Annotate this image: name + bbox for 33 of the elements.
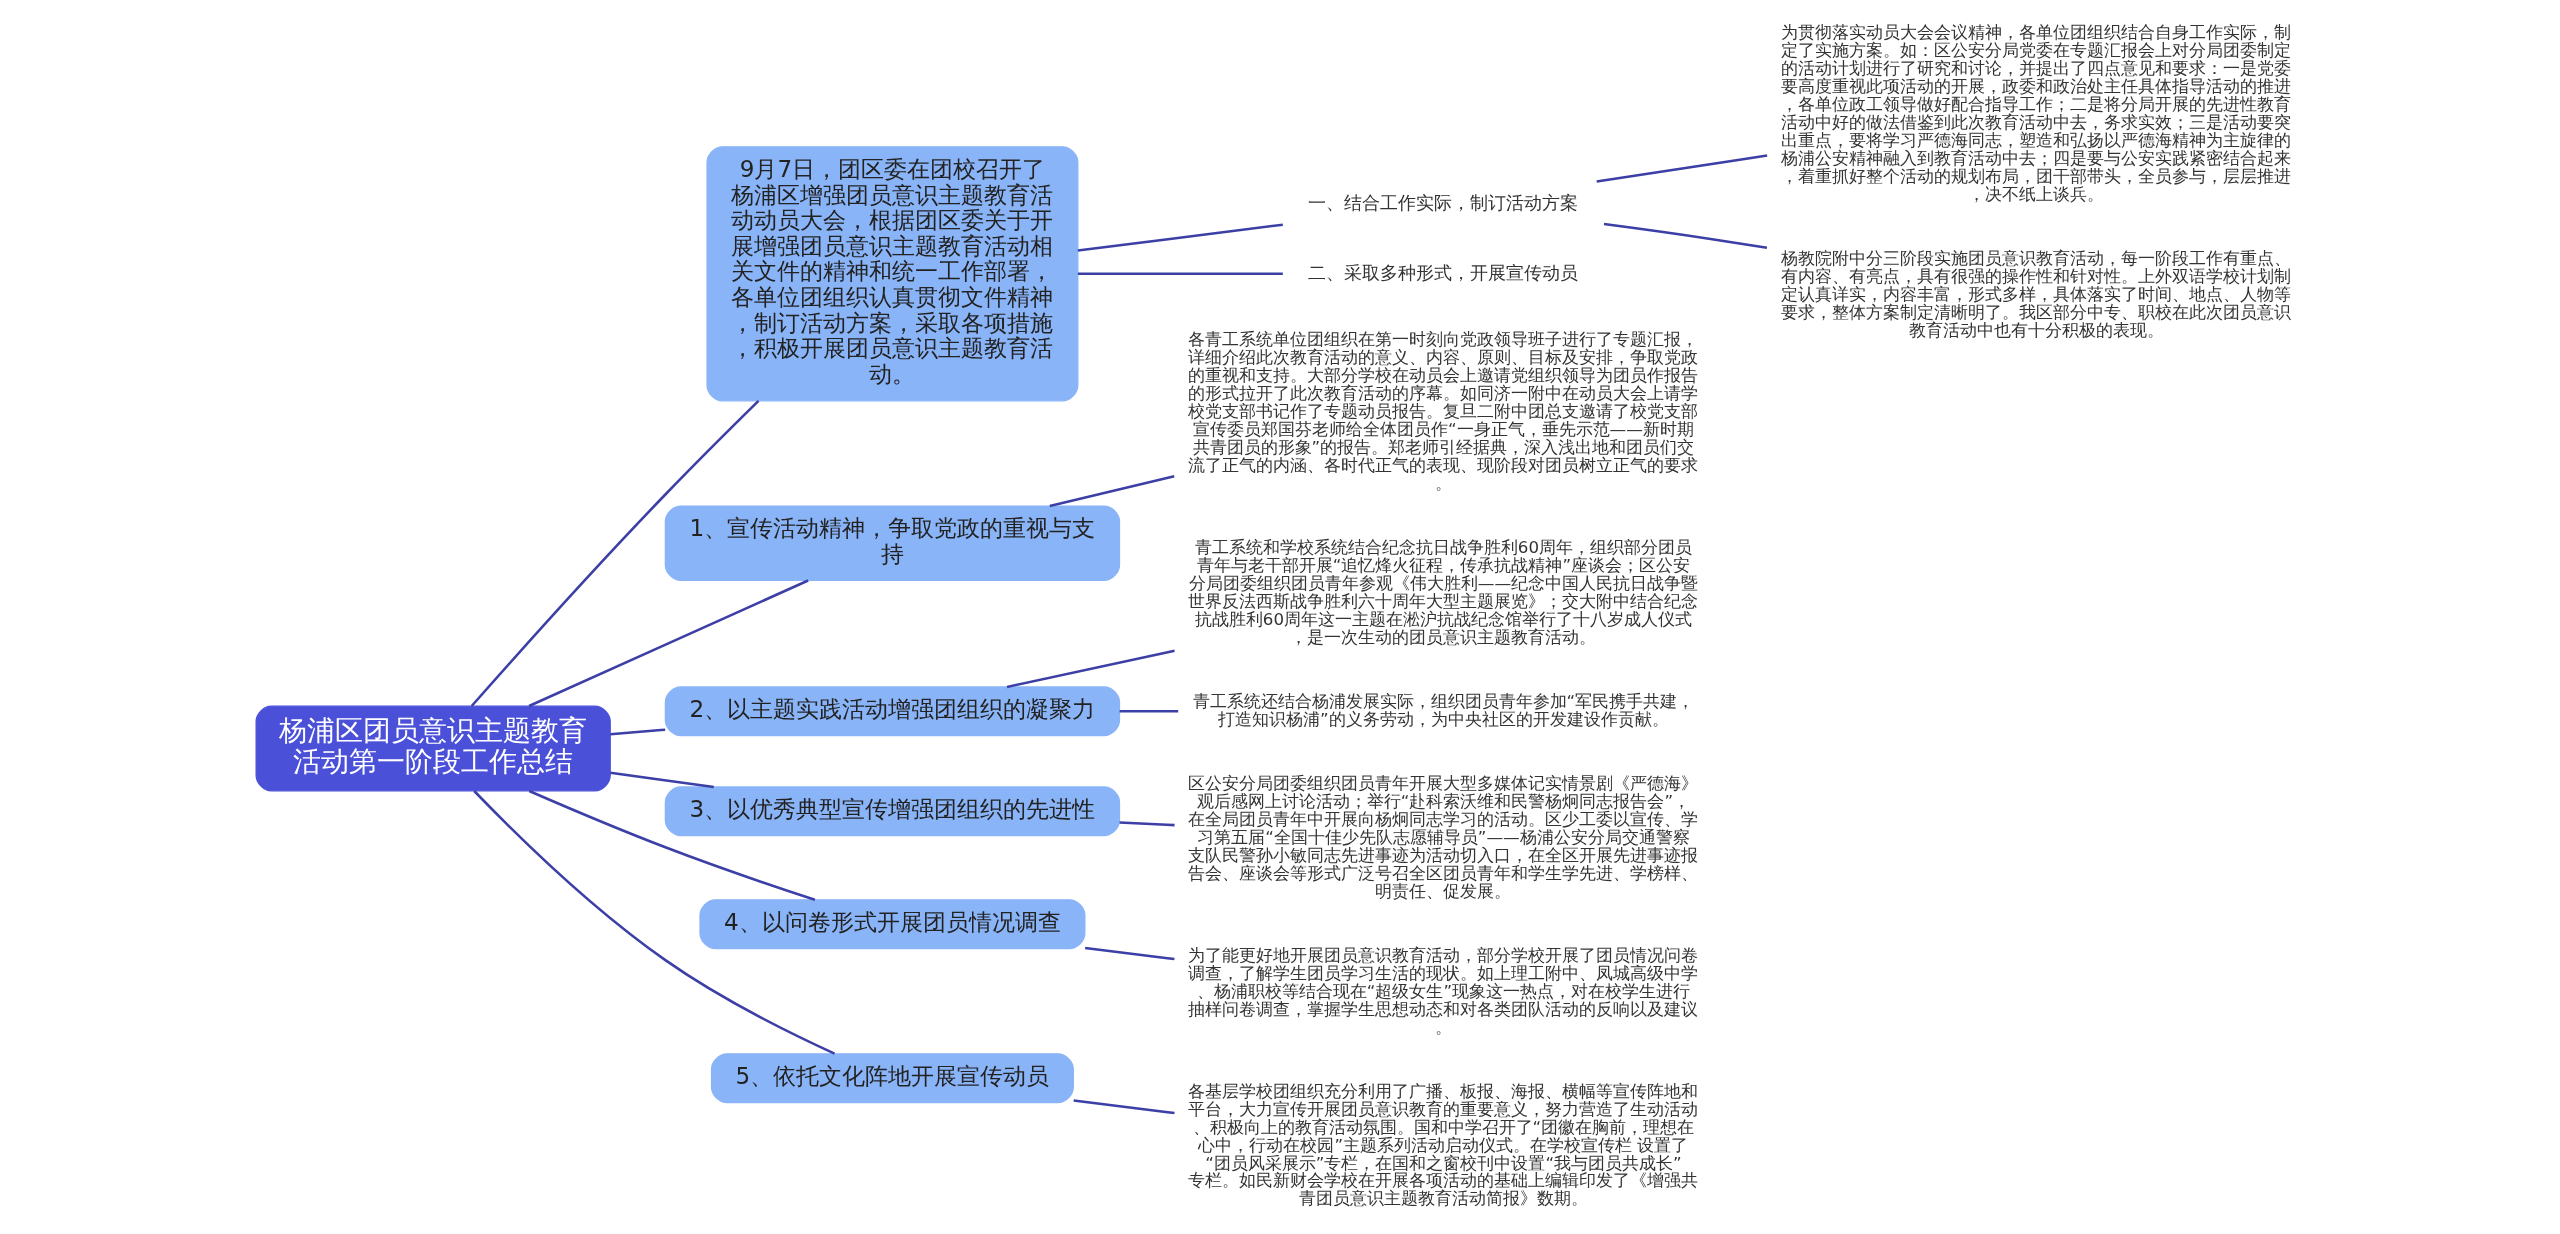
- connector: [1073, 1099, 1175, 1115]
- connector: [470, 399, 759, 707]
- connector: [472, 790, 835, 1055]
- connector: [528, 579, 809, 708]
- connector: [1119, 710, 1178, 713]
- node-text: 二、采取多种形式，开展宣传动员: [1307, 261, 1578, 283]
- connector: [528, 789, 815, 902]
- connector: [1077, 272, 1283, 276]
- node-box: 9月7日，团区委在团校召开了杨浦区增强团员意识主题教育活动动员大会，根据团区委关于开展增强团员意识主题教育活动相关文件的精神和统一工作部署，各单位团组织认真贯彻文件精神，制订活动方案，采取各项措施，积极开展团员意识主题教育活动。: [705, 146, 1078, 402]
- node-text: 各基层学校团组织充分利用了广播、板报、海报、横幅等宣传阵地和平台，大力宣传开展团员意识教育的重要意义，努力营造了生动活动、积极向上的教育活动氛围。国和中学召开了“团徽在胸前，理想在心中，行动在校园”主题系列活动启动仪式。在学校宣传栏 设置了“团员风采展示”专栏，在国和之窗校刊中设置“我与团员共成长”专栏。如民新财会学校在开展各项活动的基础上编辑印发了《增强共青团员意识主题教育活动简报》数期。: [1187, 1081, 1698, 1209]
- node-text: 各青工系统单位团组织在第一时刻向党政领导班子进行了专题汇报，详细介绍此次教育活动的意义、内容、原则、目标及安排，争取党政的重视和支持。大部分学校在动员会上邀请党组织领导为团员作报告的形式拉开了此次教育活动的序幕。如同济一附中在动员大会上请学校党支部书记作了专题动员报告。复旦二附中团总支邀请了校党支部宣传委员郑国芬老师给全体团员作“一身正气，垂先示范——新时期共青团员的形象”的报告。郑老师引经据典，深入浅出地和团员们交流了正气的内涵、各时代正气的表现、现阶段对团员树立正气的要求。: [1187, 329, 1698, 493]
- node-text: 为贯彻落实动员大会会议精神，各单位团组织结合自身工作实际，制定了实施方案。如：区公安分局党委在专题汇报会上对分局团委制定的活动计划进行了研究和讨论，并提出了四点意见和要求：一是党委要高度重视此项活动的开展，政委和政治处主任具体指导活动的推进，各单位政工领导做好配合指导工作；二是将分局开展的先进性教育活动中好的做法借鉴到此次教育活动中去，务求实效；三是活动要突出重点，要将学习严德海同志，塑造和弘扬以严德海精神为主旋律的杨浦公安精神融入到教育活动中去；四是要与公安实践紧密结合起来，着重抓好整个活动的规划布局，团干部带头，全员参与，层层推进，决不纸上谈兵。: [1780, 23, 2291, 204]
- connector: [1077, 223, 1283, 252]
- connector: [1596, 154, 1767, 183]
- node-text: 青工系统还结合杨浦发展实际，组织团员青年参加“军民携手共建，打造知识杨浦”的义务劳动，为中央社区的开发建设作贡献。: [1192, 691, 1694, 729]
- connector: [1049, 475, 1175, 508]
- node-box: 杨浦区团员意识主题教育活动第一阶段工作总结: [255, 705, 611, 792]
- node-text: 区公安分局团委组织团员青年开展大型多媒体记实情景剧《严德海》观后感网上讨论活动；举行“赴科索沃维和民警杨炯同志报告会”，在全局团员青年中开展向杨炯同志学习的活动。区少工委以宣传、学习第五届“全国十佳少先队志愿辅导员”——杨浦公安分局交通警察支队民警孙小敏同志先进事迹为活动切入口，在全区开展先进事迹报告会、座谈会等形式广泛号召全区团员青年和学生学先进、学榜样、明责任、促发展。: [1187, 773, 1698, 901]
- node-text: 杨教院附中分三阶段实施团员意识教育活动，每一阶段工作有重点、有内容、有亮点，具有很强的操作性和针对性。上外双语学校计划制定认真详实，内容丰富，形式多样，具体落实了时间、地点、人物等要求，整体方案制定清晰明了。我区部分中专、职校在此次团员意识教育活动中也有十分积极的表现。: [1780, 249, 2291, 340]
- connector: [609, 728, 665, 736]
- node-text: 为了能更好地开展团员意识教育活动，部分学校开展了团员情况问卷调查，了解学生团员学习生活的现状。如上理工附中、凤城高级中学、杨浦职校等结合现在“超级女生”现象这一热点，对在校学生进行抽样问卷调查，掌握学生思想动态和对各类团队活动的反响以及建议。: [1187, 945, 1698, 1037]
- node-box: 5、依托文化阵地开展宣传动员: [710, 1053, 1074, 1104]
- node-text: 一、结合工作实际，制订活动方案: [1307, 192, 1578, 214]
- node-box: 1、宣传活动精神，争取党政的重视与支持: [664, 505, 1120, 582]
- node-box: 4、以问卷形式开展团员情况调查: [698, 899, 1085, 950]
- connector: [1006, 649, 1175, 689]
- node-box: 3、以优秀典型宣传增强团组织的先进性: [664, 786, 1120, 837]
- connector: [1603, 222, 1767, 250]
- connector: [1119, 821, 1175, 827]
- node-box: 2、以主题实践活动增强团组织的凝聚力: [664, 686, 1120, 737]
- connector: [609, 771, 714, 789]
- node-text: 青工系统和学校系统结合纪念抗日战争胜利60周年，组织部分团员青年与老干部开展“追忆烽火征程，传承抗战精神”座谈会；区公安分局团委组织团员青年参观《伟大胜利——纪念中国人民抗日战争暨世界反法西斯战争胜利六十周年大型主题展览》；交大附中结合纪念抗战胜利60周年这一主题在淞沪抗战纪念馆举行了十八岁成人仪式，是一次生动的团员意识主题教育活动。: [1187, 537, 1698, 647]
- connector: [1084, 946, 1175, 961]
